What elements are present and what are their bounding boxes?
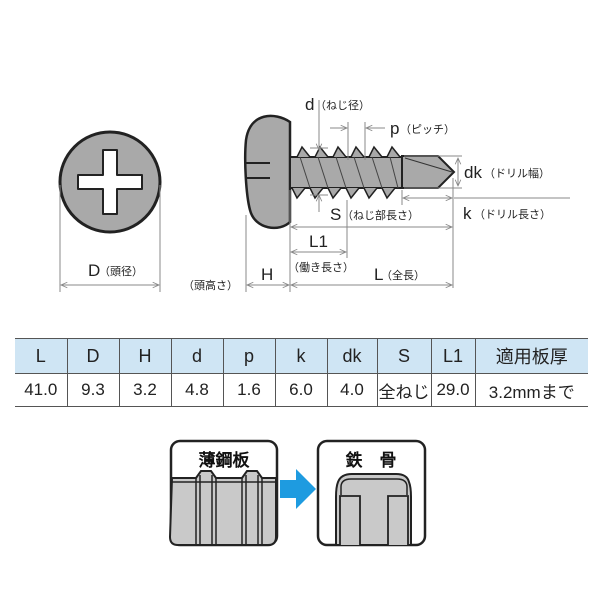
head-height-label: H (261, 265, 273, 284)
spec-table: L D H d p k dk S L1 適用板厚 41.0 9.3 3.2 4.… (15, 338, 588, 407)
value-cell: 6.0 (274, 373, 328, 407)
thin-steel-sheet-icon (168, 439, 279, 547)
spec-table-header: L D H d p k dk S L1 適用板厚 (15, 338, 588, 374)
header-cell: p (222, 338, 276, 374)
table-row: 41.0 9.3 3.2 4.8 1.6 6.0 4.0 全ねじ 29.0 3.… (15, 373, 588, 407)
header-cell: H (118, 338, 172, 374)
header-cell: S (376, 338, 432, 374)
head-diameter-note: （頭径） (99, 265, 143, 278)
drill-width-label: dk (464, 163, 482, 182)
header-cell: L1 (430, 338, 476, 374)
head-diameter-label: D (88, 261, 100, 280)
drill-length-label: k (463, 204, 472, 223)
header-cell: k (274, 338, 328, 374)
value-cell: 3.2 (118, 373, 172, 407)
header-cell: d (170, 338, 224, 374)
drill-length-note: （ドリル長さ） (474, 208, 551, 221)
value-cell: 全ねじ (376, 373, 432, 407)
screw-side-view (243, 114, 456, 230)
phillips-recess-icon (77, 149, 143, 215)
thread-length-label: S (330, 205, 341, 224)
header-cell: D (66, 338, 120, 374)
value-cell: 9.3 (66, 373, 120, 407)
value-cell: 4.0 (326, 373, 378, 407)
total-length-label: L (374, 265, 383, 284)
value-cell: 4.8 (170, 373, 224, 407)
working-length-note: （働き長さ） (288, 261, 354, 274)
pitch-label: p (390, 119, 399, 138)
thread-diameter-label: d (305, 95, 314, 114)
thin-steel-sheet-label: 薄鋼板 (199, 450, 251, 471)
screw-head-top-view (58, 130, 162, 292)
value-cell: 29.0 (430, 373, 476, 407)
dimension-lines (245, 100, 570, 292)
header-cell: L (15, 338, 68, 374)
working-length-label: L1 (309, 232, 328, 251)
value-cell: 3.2mmまで (474, 373, 588, 407)
thread-length-note: （ねじ部長さ） (342, 208, 419, 222)
arrow-right-icon (280, 469, 316, 509)
thread-diameter-note: （ねじ径） (315, 99, 370, 112)
head-height-note: （頭高さ） (183, 278, 238, 292)
drill-width-note: （ドリル幅） (484, 167, 550, 180)
steel-frame-label: 鉄 骨 (346, 450, 397, 471)
header-cell: 適用板厚 (474, 338, 588, 374)
steel-frame-icon (316, 439, 427, 547)
value-cell: 41.0 (15, 373, 68, 407)
screw-dimension-diagram: D （頭径） d （ねじ径） p (58, 95, 570, 292)
header-cell: dk (326, 338, 378, 374)
pitch-note: （ピッチ） (400, 123, 455, 136)
total-length-note: （全長） (381, 268, 425, 282)
value-cell: 1.6 (222, 373, 276, 407)
